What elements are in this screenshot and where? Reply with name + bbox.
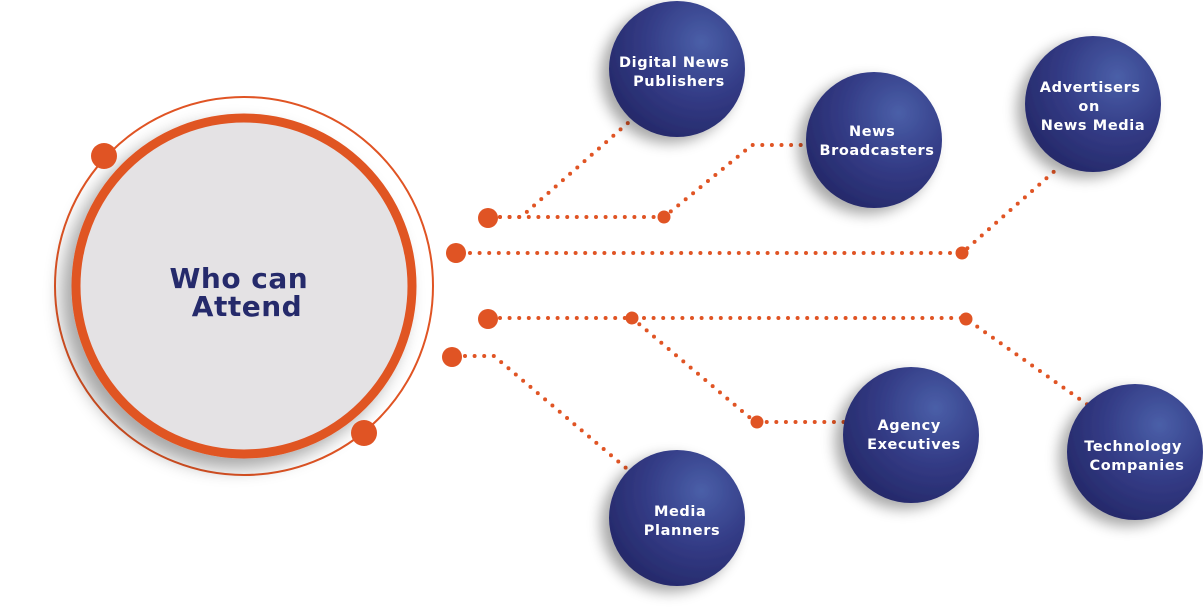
hub-outer-ring — [54, 96, 434, 476]
node-label: Agency Executives — [867, 418, 961, 453]
connector-digital-news-publishers — [498, 120, 631, 219]
connector-agency-executives — [630, 316, 847, 424]
anchor-dot — [442, 347, 462, 367]
connectors — [463, 120, 1090, 470]
hub-ring-dot — [91, 143, 117, 169]
connector-anchors — [442, 208, 973, 429]
junction-dot — [959, 312, 973, 326]
node-label: News Broadcasters — [819, 124, 934, 159]
node-label-line: Media — [654, 504, 706, 520]
node-advertisers-on-news-media: Advertisers on News Media — [1025, 36, 1161, 172]
connector-media-planners — [463, 354, 628, 470]
node-circle — [843, 367, 979, 503]
hub: Who can Attend — [54, 96, 434, 476]
node-label-line: Technology — [1084, 439, 1182, 455]
anchor-dot — [478, 208, 498, 228]
anchor-dot — [446, 243, 466, 263]
node-label-line: Digital News — [619, 55, 729, 71]
hub-circle — [71, 113, 417, 459]
hub-title-line: Who can — [170, 262, 309, 295]
connector-advertisers-on-news-media — [468, 166, 1060, 255]
node-label: Digital News Publishers — [619, 55, 735, 90]
node-label-line: Executives — [867, 437, 961, 453]
hub-title: Who can Attend — [170, 262, 319, 323]
junction-dot — [625, 311, 639, 325]
node-circle — [1067, 384, 1203, 520]
node-label-line: Agency — [877, 418, 940, 434]
node-label-line: Broadcasters — [819, 143, 934, 159]
anchor-dot — [478, 309, 498, 329]
node-label: Advertisers on News Media — [1040, 80, 1146, 134]
connector-news-broadcasters — [498, 143, 808, 219]
node-technology-companies: Technology Companies — [1067, 384, 1203, 520]
node-circle — [609, 1, 745, 137]
node-news-broadcasters: News Broadcasters — [806, 72, 942, 208]
node-label-line: Advertisers — [1040, 80, 1141, 96]
node-media-planners: Media Planners — [609, 450, 745, 586]
node-label-line: Planners — [644, 523, 720, 539]
node-label: Media Planners — [644, 504, 720, 539]
node-circle — [609, 450, 745, 586]
junction-dot — [955, 246, 969, 260]
node-label-line: News — [849, 124, 895, 140]
node-circle — [806, 72, 942, 208]
node-circle — [1025, 36, 1161, 172]
hub-ring-dot — [351, 420, 377, 446]
node-label-line: Companies — [1089, 458, 1184, 474]
node-label: Technology Companies — [1084, 439, 1187, 474]
node-agency-executives: Agency Executives — [843, 367, 979, 503]
connector-technology-companies — [498, 316, 1090, 407]
node-label-line: on — [1078, 99, 1100, 115]
node-label-line: Publishers — [633, 74, 725, 90]
junction-dot — [750, 415, 764, 429]
junction-dot — [657, 210, 671, 224]
node-label-line: News Media — [1041, 118, 1145, 134]
node-digital-news-publishers: Digital News Publishers — [609, 1, 745, 137]
hub-title-line: Attend — [192, 290, 302, 323]
